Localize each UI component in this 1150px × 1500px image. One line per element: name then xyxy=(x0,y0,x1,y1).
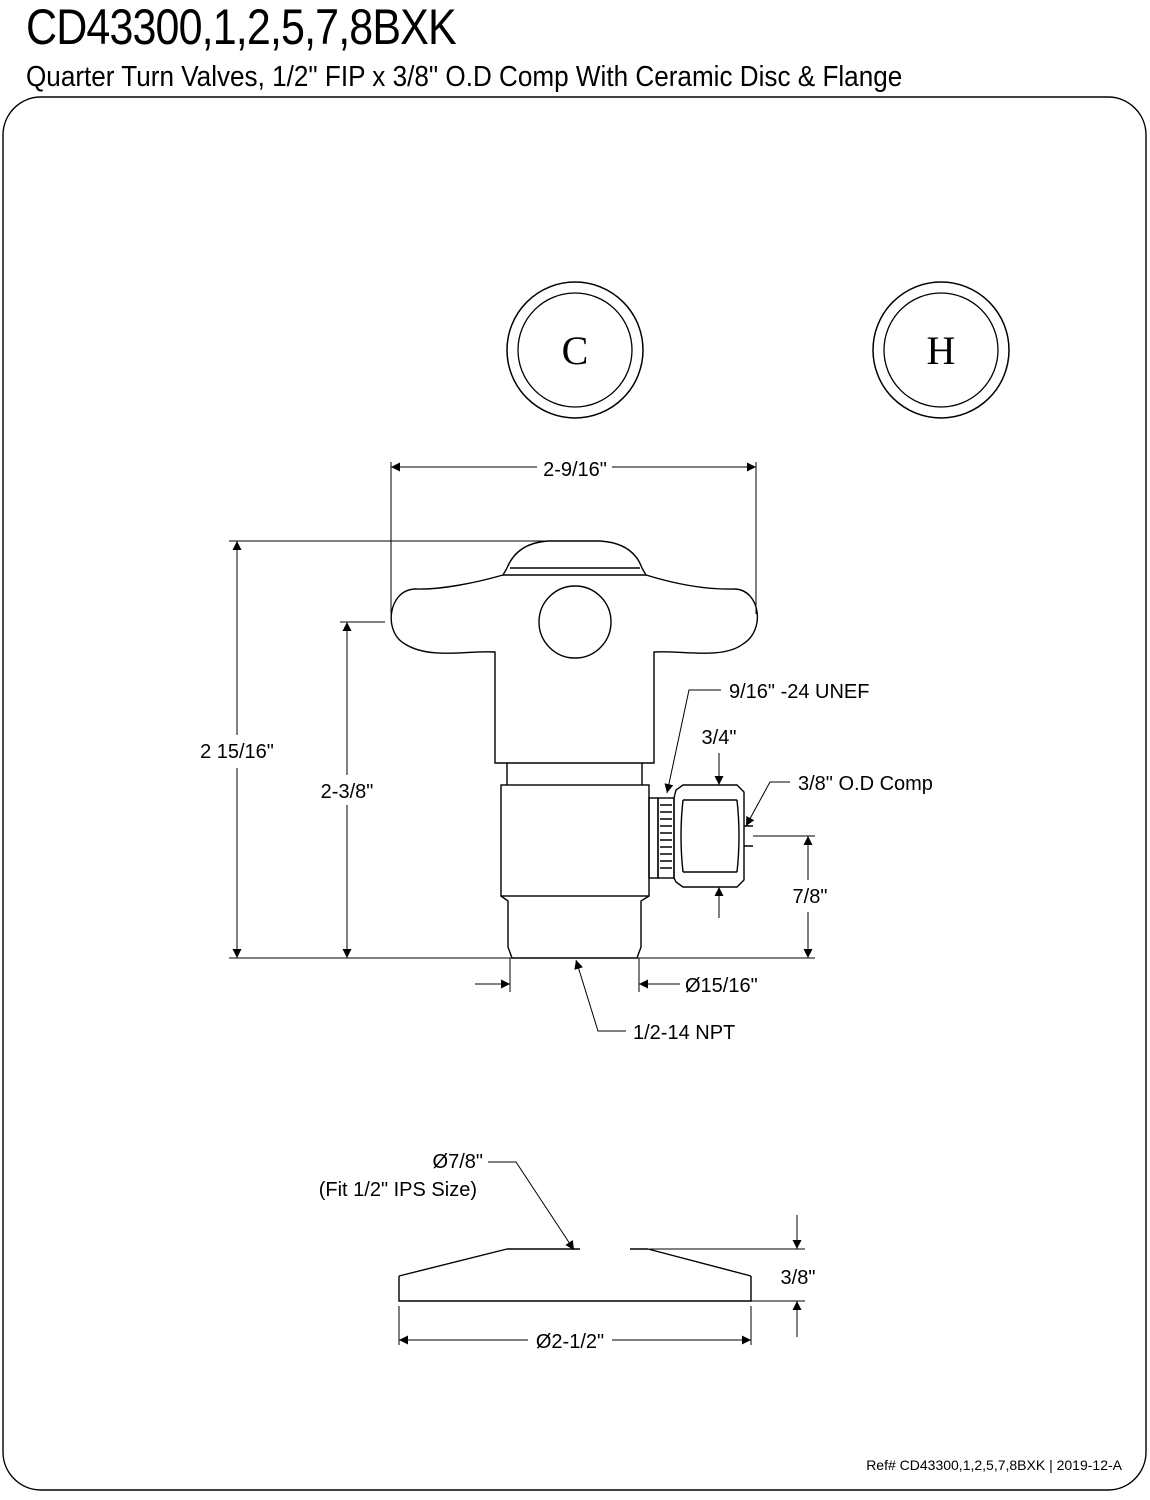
overall-height-label: 2 15/16" xyxy=(200,741,274,763)
flange-height-label: 3/8" xyxy=(781,1267,816,1289)
flange-body xyxy=(398,1248,752,1302)
cold-letter: C xyxy=(562,328,589,373)
drawing-frame xyxy=(2,96,1147,1491)
inlet-thread-label: 1/2-14 NPT xyxy=(633,1022,735,1044)
inlet-diameter-label: Ø15/16" xyxy=(685,975,758,997)
valve-body xyxy=(390,540,759,959)
hot-letter: H xyxy=(927,328,956,373)
page-title: CD43300,1,2,5,7,8BXK xyxy=(26,0,457,55)
flange-bore-diameter-label: Ø7/8" xyxy=(433,1151,483,1173)
page-subtitle: Quarter Turn Valves, 1/2" FIP x 3/8" O.D… xyxy=(26,61,903,93)
outlet-comp-label: 3/8" O.D Comp xyxy=(798,773,933,795)
flange-outer-diameter-label: Ø2-1/2" xyxy=(536,1331,604,1353)
nut-size-label: 3/4" xyxy=(702,727,737,749)
outlet-height-label: 7/8" xyxy=(793,886,828,908)
flange-bore-note-label: (Fit 1/2" IPS Size) xyxy=(319,1179,477,1201)
inlet-height-label: 2-3/8" xyxy=(321,781,374,803)
flange-dimension-lines xyxy=(398,1161,805,1345)
hot-index-button: H xyxy=(872,281,1010,419)
thread-spec-label: 9/16" -24 UNEF xyxy=(729,681,870,703)
valve-dimension-lines xyxy=(229,462,815,1032)
cold-index-button: C xyxy=(506,281,644,419)
handle-width-label: 2-9/16" xyxy=(543,459,607,481)
reference-code: Ref# CD43300,1,2,5,7,8BXK | 2019-12-A xyxy=(866,1457,1122,1473)
